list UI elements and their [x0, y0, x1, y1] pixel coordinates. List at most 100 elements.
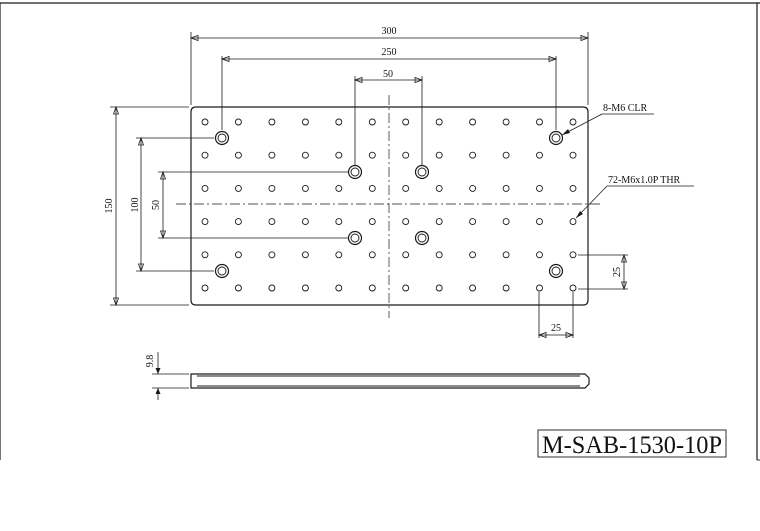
threaded-hole: [335, 251, 343, 259]
threaded-hole: [201, 151, 209, 159]
threaded-hole: [268, 151, 276, 159]
threaded-hole: [234, 184, 242, 192]
center-lines: [176, 95, 600, 318]
clearance-hole: [214, 263, 230, 279]
dim-center-spacing-y: 50: [151, 170, 348, 240]
clearance-hole: [548, 263, 564, 279]
threaded-hole: [368, 251, 376, 259]
threaded-hole: [435, 184, 443, 192]
threaded-hole: [469, 218, 477, 226]
threaded-hole: [435, 151, 443, 159]
threaded-hole: [536, 218, 543, 226]
part-number-box: M-SAB-1530-10P: [537, 429, 727, 459]
threaded-hole: [536, 251, 543, 259]
threaded-hole: [301, 151, 309, 159]
threaded-hole: [268, 284, 276, 292]
threaded-hole: [569, 284, 577, 292]
threaded-hole: [402, 218, 410, 226]
dim-pitch-y-label: 25: [612, 267, 623, 277]
threaded-hole: [435, 118, 443, 126]
threaded-hole: [502, 151, 510, 159]
threaded-hole: [569, 184, 577, 192]
threaded-hole: [536, 151, 543, 159]
threaded-hole: [569, 251, 577, 259]
threaded-hole: [234, 118, 242, 126]
sheet-frame: [0, 2, 760, 461]
threaded-hole: [301, 218, 309, 226]
clearance-hole: [214, 130, 230, 146]
callout-threaded-holes: 72-M6x1.0P THR: [575, 175, 694, 219]
dim-clr-spacing-y: 100: [130, 136, 214, 273]
part-number: M-SAB-1530-10P: [542, 432, 722, 459]
threaded-hole: [234, 251, 242, 259]
dim-clr-spacing-y-label: 100: [130, 198, 141, 213]
threaded-hole: [435, 284, 443, 292]
threaded-hole: [368, 184, 376, 192]
threaded-hole: [435, 218, 443, 226]
threaded-hole: [469, 151, 477, 159]
clearance-hole: [548, 130, 564, 146]
threaded-hole: [234, 284, 242, 292]
dim-pitch-x-label: 25: [551, 323, 561, 334]
threaded-hole: [201, 251, 209, 259]
dim-overall-height-label: 150: [104, 199, 115, 214]
threaded-hole: [335, 151, 343, 159]
threaded-hole: [469, 284, 477, 292]
clearance-hole: [414, 164, 430, 180]
threaded-hole: [201, 118, 209, 126]
dim-center-spacing-x: 50: [353, 69, 424, 166]
threaded-hole: [368, 284, 376, 292]
threaded-hole: [234, 218, 242, 226]
threaded-hole: [268, 251, 276, 259]
threaded-hole: [569, 218, 577, 226]
threaded-hole: [201, 284, 209, 292]
dim-overall-width-label: 300: [382, 26, 397, 37]
threaded-hole: [335, 118, 343, 126]
threaded-hole: [502, 118, 510, 126]
threaded-hole: [201, 218, 209, 226]
threaded-hole: [301, 251, 309, 259]
threaded-hole: [469, 118, 477, 126]
plate-side-view: 9.8: [145, 352, 590, 400]
dim-center-spacing-x-label: 50: [383, 69, 393, 80]
threaded-hole: [536, 284, 543, 292]
threaded-hole: [469, 251, 477, 259]
threaded-hole: [234, 151, 242, 159]
threaded-hole: [402, 284, 410, 292]
dim-thickness-label: 9.8: [145, 355, 156, 368]
threaded-hole: [402, 251, 410, 259]
threaded-hole: [268, 118, 276, 126]
threaded-hole: [335, 218, 343, 226]
threaded-hole: [268, 184, 276, 192]
threaded-hole: [502, 218, 510, 226]
clearance-hole: [414, 230, 430, 246]
dim-pitch-y: 25: [578, 253, 628, 291]
clearance-hole: [347, 164, 363, 180]
dim-clr-spacing-x: 250: [220, 47, 558, 130]
dim-pitch-x: 25: [537, 292, 575, 339]
callout-threaded-holes-label: 72-M6x1.0P THR: [608, 175, 681, 186]
dim-center-spacing-y-label: 50: [151, 200, 162, 210]
dim-overall-height: 150: [104, 105, 189, 307]
callout-clearance-holes: 8-M6 CLR: [561, 103, 654, 136]
threaded-hole: [335, 184, 343, 192]
threaded-hole: [368, 118, 376, 126]
dim-overall-width: 300: [189, 26, 590, 105]
threaded-hole: [301, 118, 309, 126]
threaded-hole: [368, 218, 376, 226]
threaded-hole: [201, 184, 209, 192]
threaded-hole: [301, 284, 309, 292]
threaded-hole: [569, 151, 577, 159]
clearance-holes: [214, 130, 564, 279]
threaded-hole: [502, 284, 510, 292]
threaded-hole: [301, 184, 309, 192]
threaded-hole: [402, 118, 410, 126]
threaded-hole: [536, 118, 543, 126]
dim-clr-spacing-x-label: 250: [382, 47, 397, 58]
threaded-hole: [569, 118, 577, 126]
threaded-hole: [536, 184, 543, 192]
plate-top-view: [190, 106, 589, 306]
threaded-hole: [469, 184, 477, 192]
threaded-hole: [268, 218, 276, 226]
